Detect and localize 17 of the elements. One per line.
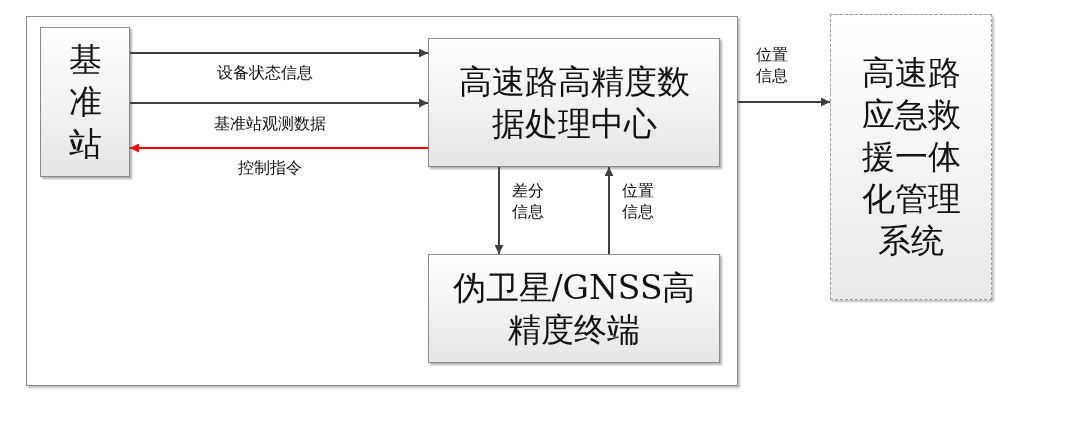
arrow [604,166,614,255]
arrow [494,166,504,255]
edge-label: 设备状态信息 [216,62,314,83]
system-box: 高速路应急救援一体化管理系统 [830,14,992,300]
arrow [737,97,831,107]
edge-label: 位置信息 [755,44,789,86]
edge-label: 位置信息 [621,180,655,222]
edge-label: 差分信息 [511,180,545,222]
edge-label: 控制指令 [237,157,303,178]
center-box: 高速路高精度数据处理中心 [428,38,720,167]
edge-label: 基准站观测数据 [213,113,327,134]
arrow [129,98,429,108]
frame-box [26,16,738,386]
station-box: 基准站 [40,27,130,177]
terminal-box: 伪卫星/GNSS高精度终端 [428,254,720,363]
arrow [129,143,429,153]
arrow [129,48,429,58]
